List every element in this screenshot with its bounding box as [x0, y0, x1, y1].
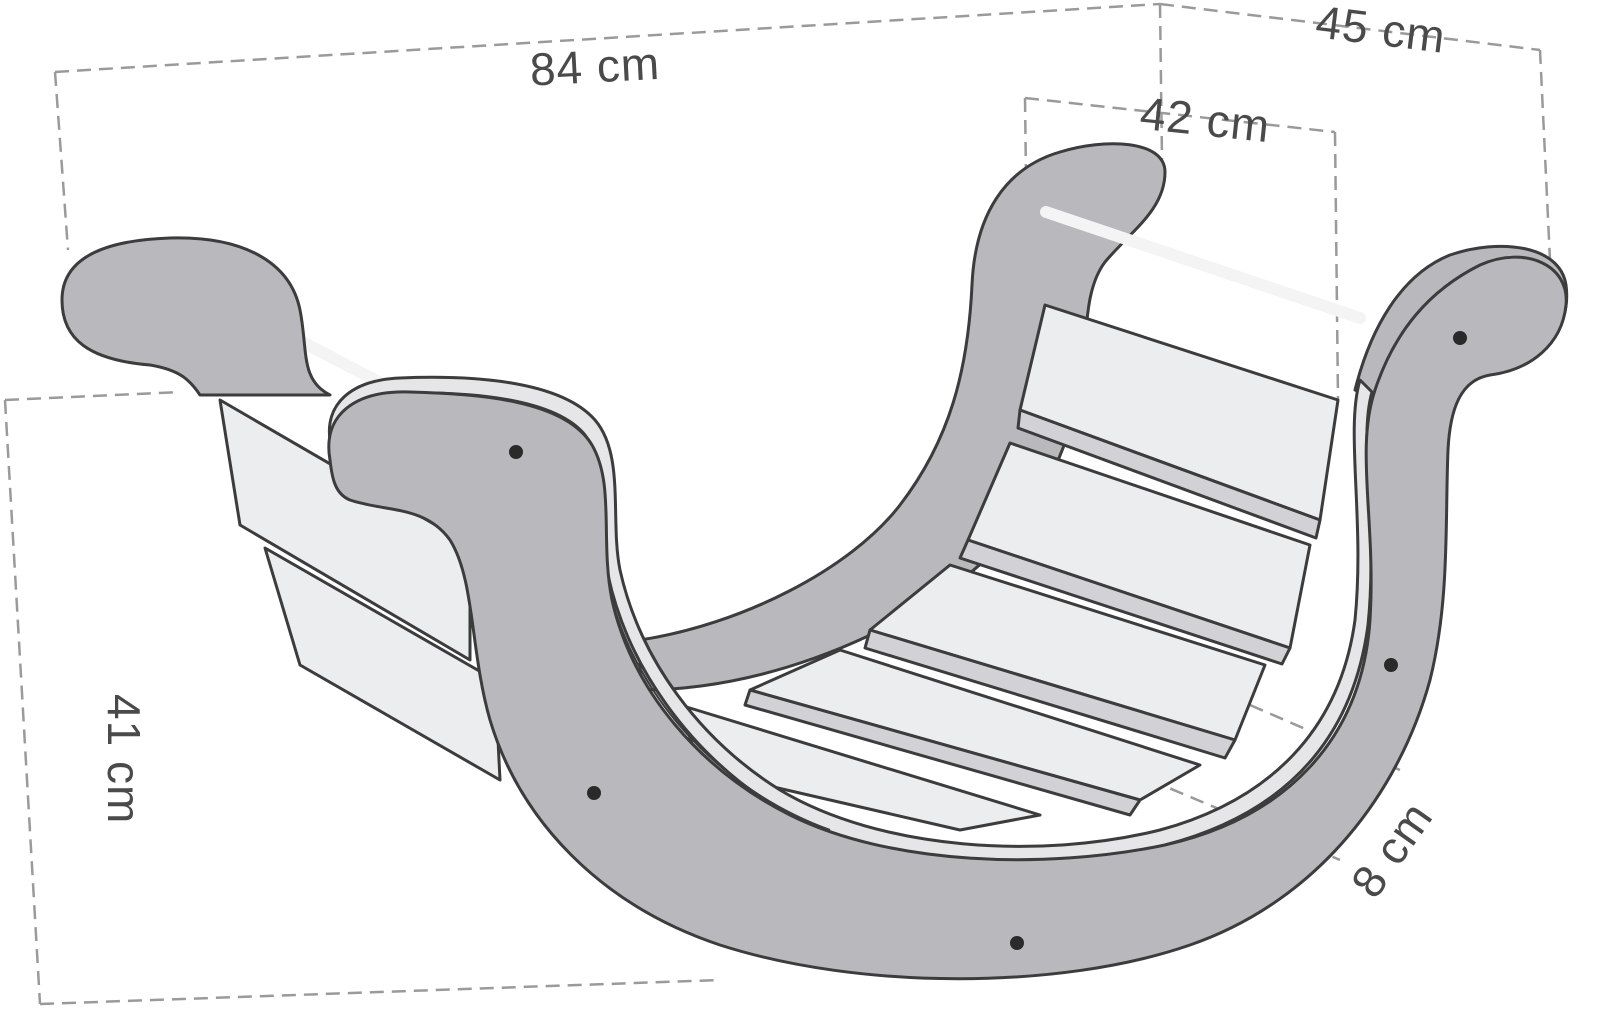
- dimension-lines: [3, 2, 1552, 1006]
- label-inner-width: 42 cm: [1138, 87, 1273, 152]
- left-back-lobe: [60, 236, 332, 397]
- screws: [509, 331, 1467, 950]
- label-length: 84 cm: [529, 37, 662, 96]
- label-depth: 45 cm: [1313, 0, 1449, 63]
- slats: [218, 303, 1340, 832]
- front-side-panel: [327, 255, 1568, 981]
- label-height: 41 cm: [98, 694, 150, 824]
